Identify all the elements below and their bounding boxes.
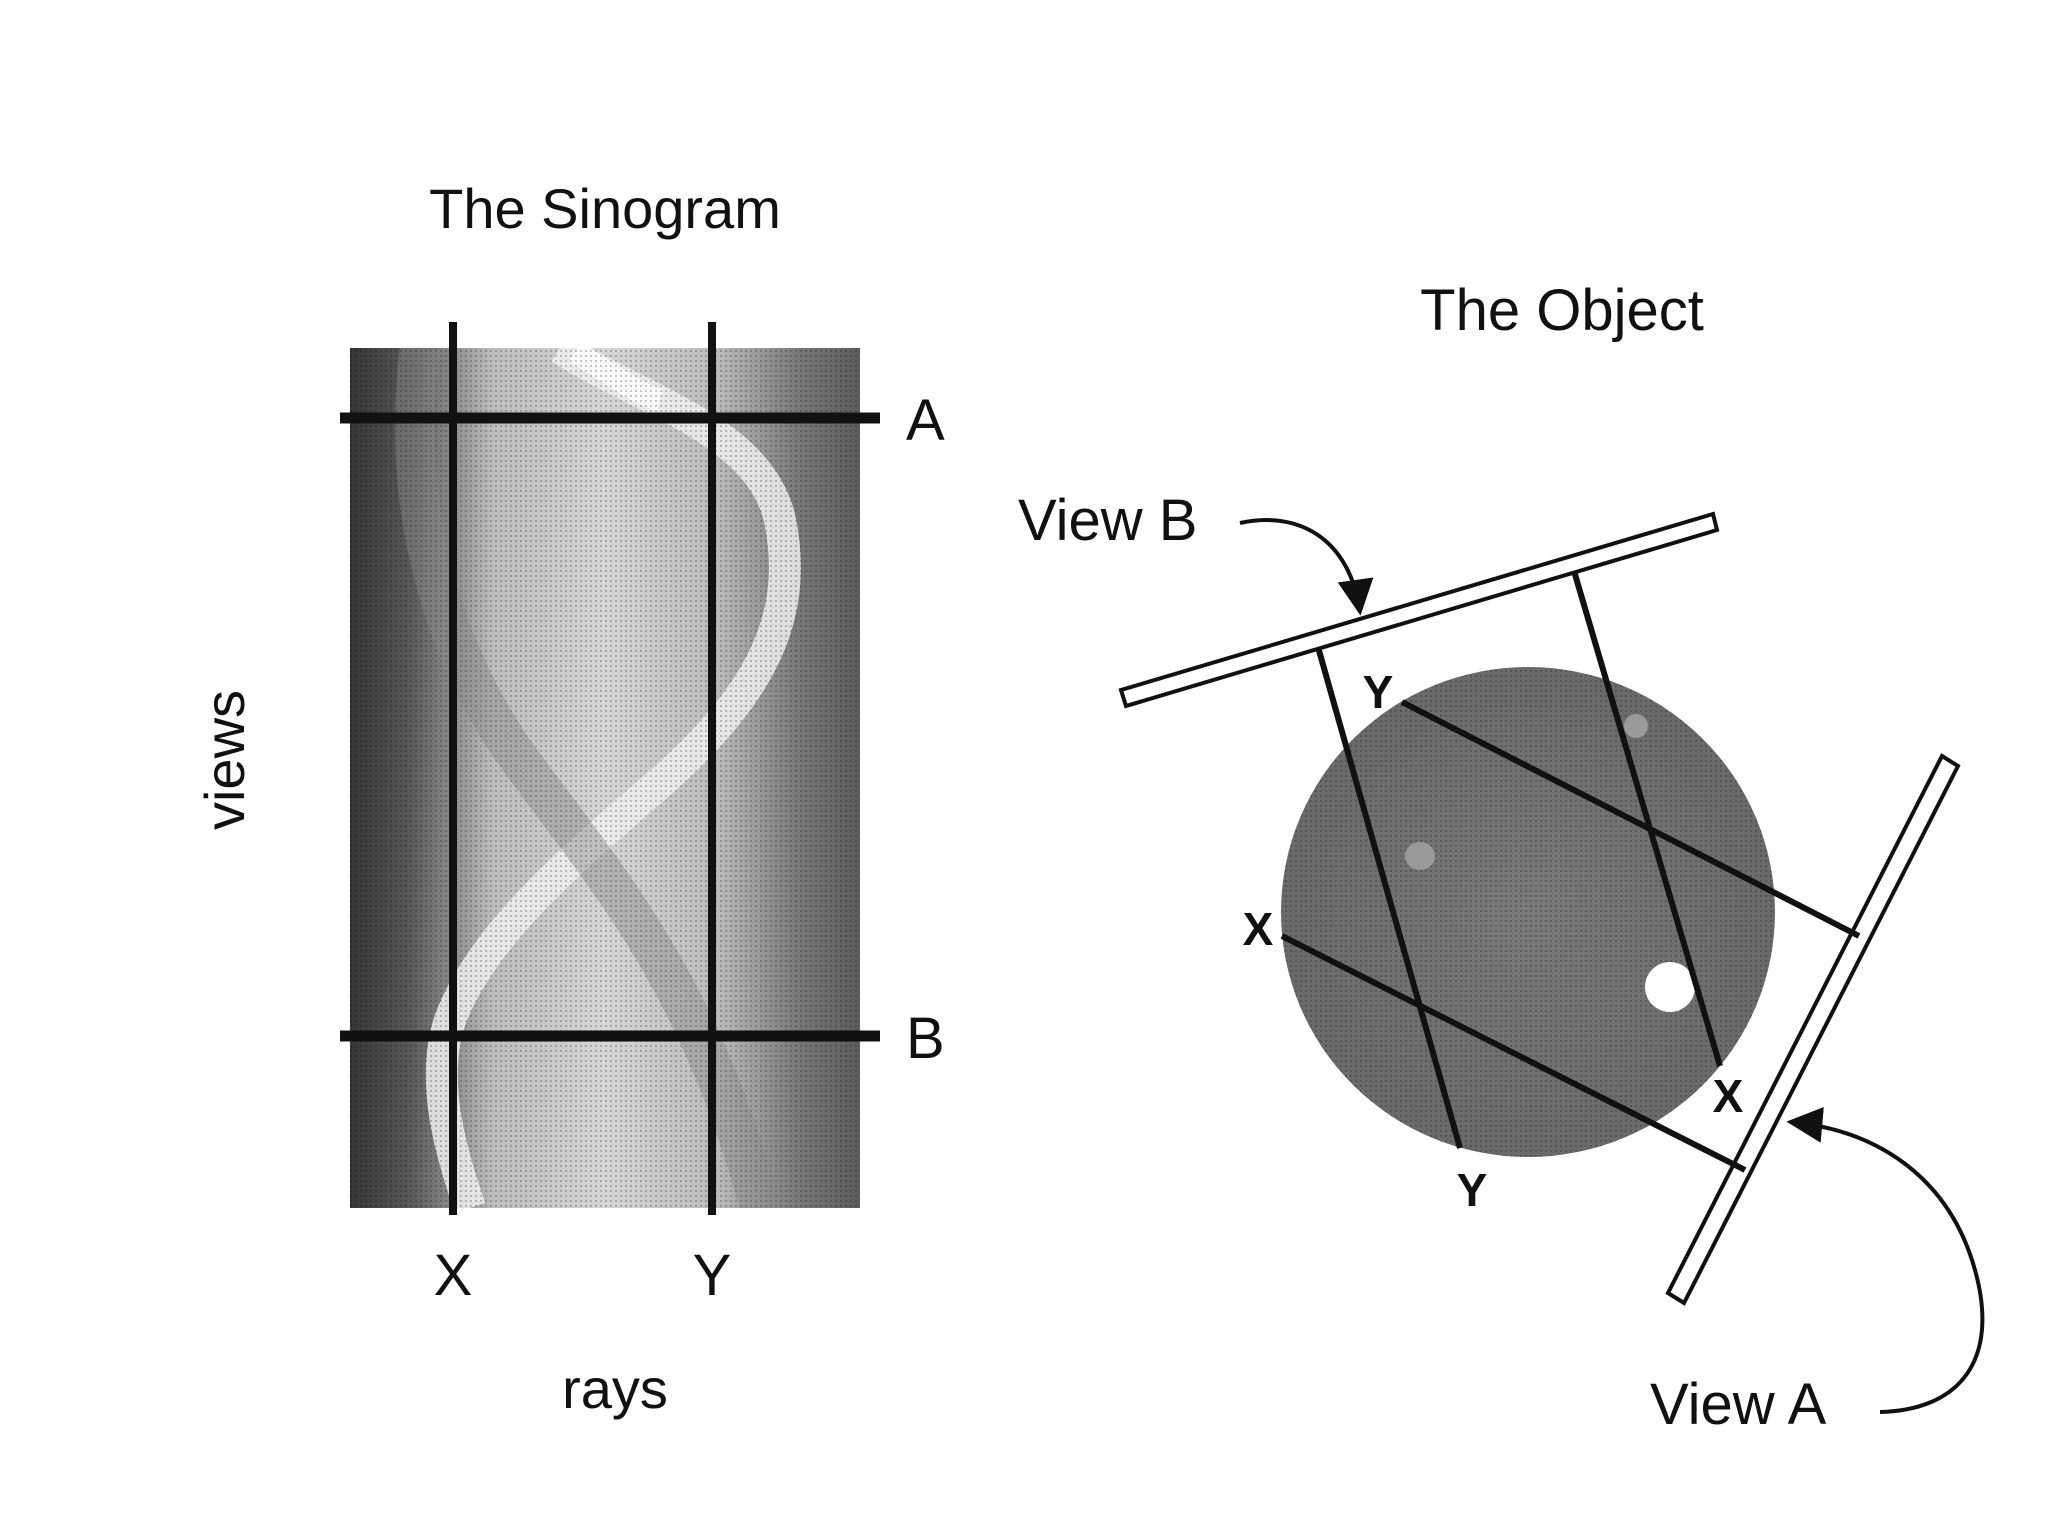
object-title: The Object xyxy=(1420,278,1704,343)
object-label-y-top: Y xyxy=(1363,666,1394,718)
ray-x-view-a xyxy=(1280,933,1747,1173)
sinogram-title: The Sinogram xyxy=(429,177,781,240)
object-panel: The Object Y X X Y View B View A xyxy=(1018,278,1985,1437)
object-label-x-right: X xyxy=(1713,1070,1744,1122)
view-a-label: View A xyxy=(1650,1372,1827,1437)
object-label-x-left: X xyxy=(1243,903,1274,955)
sinogram-panel: The Sinogram A B X Y rays views xyxy=(193,177,945,1420)
sinogram-label-y: Y xyxy=(693,1243,732,1308)
sinogram-label-b: B xyxy=(906,1006,945,1071)
view-b-label: View B xyxy=(1018,488,1197,553)
sinogram-label-x: X xyxy=(434,1243,473,1308)
object-small-spot-top xyxy=(1624,714,1648,738)
sinogram-ylabel: views xyxy=(193,690,256,830)
ray-y-view-b xyxy=(1571,570,1723,1067)
object-label-y-bottom: Y xyxy=(1457,1164,1488,1216)
object-bright-spot xyxy=(1645,962,1695,1012)
view-a-arrow xyxy=(1786,1106,1985,1414)
object-small-spot-left xyxy=(1405,842,1435,870)
sinogram-xlabel: rays xyxy=(562,1357,668,1420)
sinogram-image xyxy=(350,348,860,1208)
view-b-arrow xyxy=(1239,518,1374,616)
ray-y-view-a xyxy=(1400,699,1861,939)
detector-bar-view-b xyxy=(1118,511,1720,709)
sinogram-label-a: A xyxy=(906,388,945,453)
ray-x-view-b xyxy=(1315,646,1463,1149)
